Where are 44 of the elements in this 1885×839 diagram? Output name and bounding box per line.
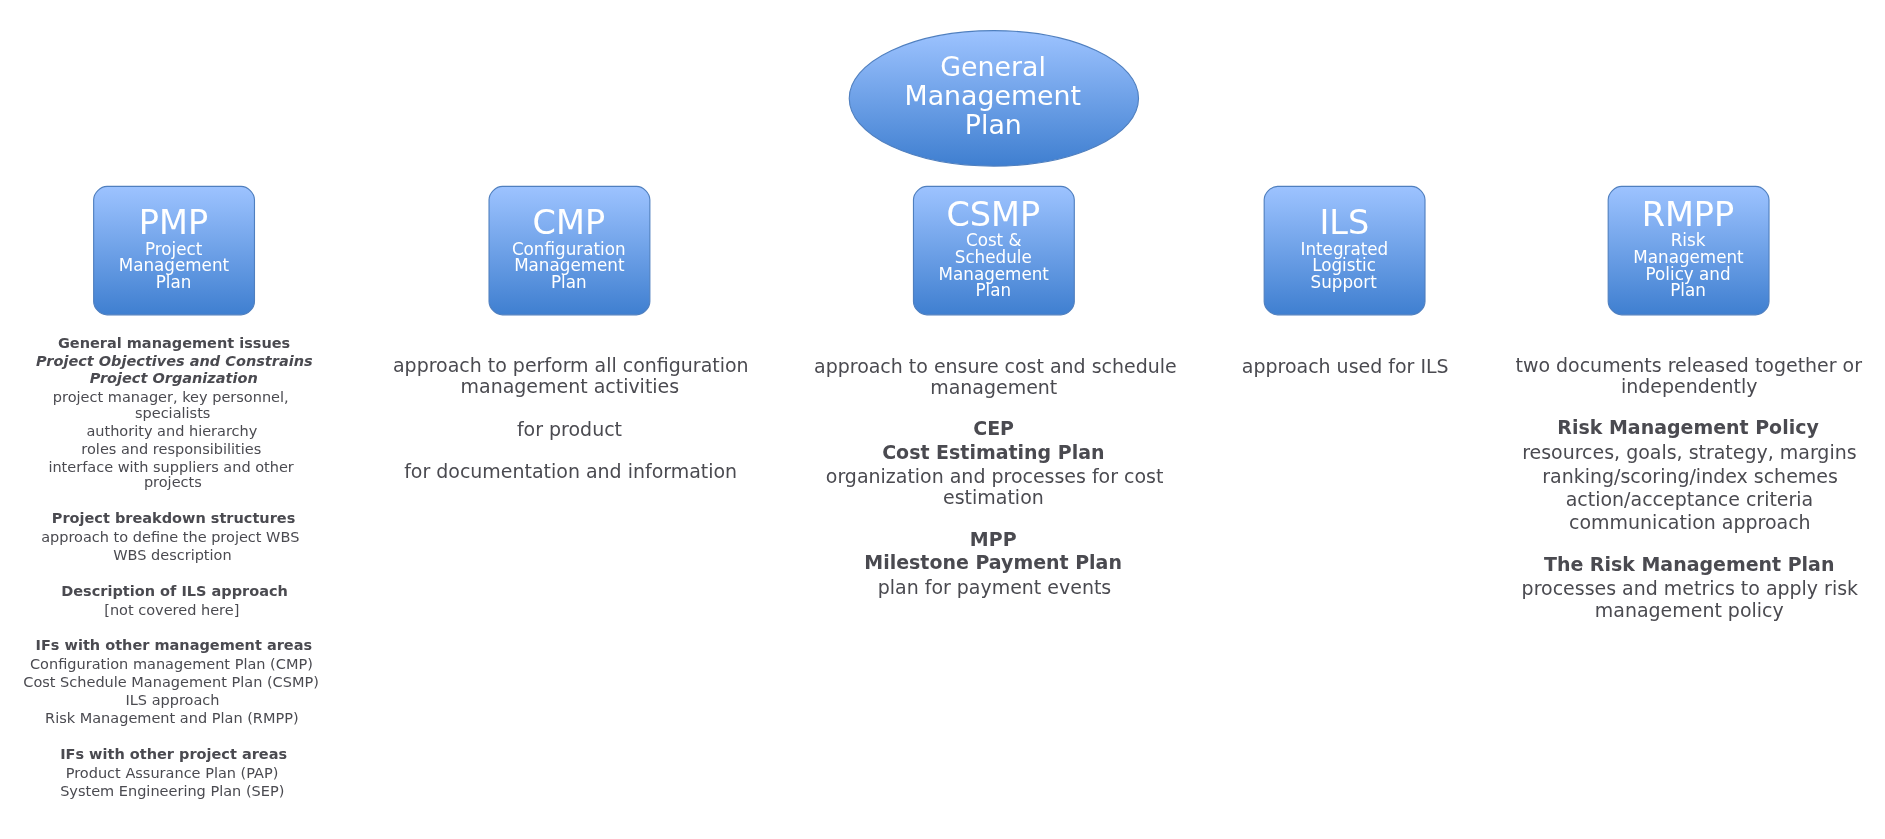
node-label: Cost Estimating Plan — [882, 440, 1105, 463]
node-label: WBS description — [113, 546, 232, 563]
node-label: two documents released together or independently — [1515, 353, 1863, 398]
node-box: CMP Configuration Management Plan — [488, 185, 651, 316]
node-label: Project Organization — [89, 370, 258, 387]
node-label: approach to define the project WBS — [41, 529, 300, 546]
node-label: The Risk Management Plan — [1543, 552, 1835, 575]
node-box: CSMP Cost & Schedule Management Plan — [912, 185, 1075, 316]
node-box: ILS Integrated Logistic Support — [1263, 185, 1426, 316]
node-label: interface with suppliers and other projects — [48, 458, 294, 491]
node-label: Product Assurance Plan (PAP) — [65, 764, 279, 781]
node-label: processes and metrics to apply risk management policy — [1521, 577, 1859, 621]
node-label: approach to ensure cost and schedule management — [814, 354, 1177, 398]
node-label: Risk Management and Plan (RMPP) — [45, 709, 299, 726]
node-label: authority and hierarchy — [86, 422, 258, 439]
node-label: approach used for ILS — [1241, 354, 1449, 377]
node-label: General management issues — [57, 334, 291, 351]
node-label: communication approach — [1569, 511, 1811, 534]
node-label: Cost Schedule Management Plan (CSMP) — [23, 674, 319, 691]
node-label: Milestone Payment Plan — [864, 551, 1122, 574]
node-label: System Engineering Plan (SEP) — [60, 782, 285, 799]
node-label: approach to perform all configuration management activities — [392, 353, 749, 398]
node-label: Project Objectives and Constrains — [36, 352, 313, 369]
node-label: ILS approach — [125, 692, 220, 709]
node-box: PMP Project Management Plan — [93, 185, 256, 316]
node-label: Risk Management Policy — [1557, 416, 1819, 439]
node-label: for product — [516, 417, 623, 440]
node-label: CEP — [973, 417, 1014, 440]
node-ellipse: General Management Plan — [848, 30, 1140, 167]
node-label: IFs with other project areas — [60, 745, 288, 762]
node-box: RMPP Risk Management Policy and Plan — [1607, 185, 1770, 316]
node-label: plan for payment events — [877, 575, 1112, 598]
node-label: [not covered here] — [104, 601, 240, 618]
node-label: action/acceptance criteria — [1565, 487, 1814, 510]
node-label: IFs with other management areas — [35, 637, 313, 654]
node-label: for documentation and information — [404, 460, 738, 483]
node-label: MPP — [969, 527, 1017, 550]
node-label: organization and processes for cost estimation — [825, 465, 1164, 509]
node-label: resources, goals, strategy, margins — [1522, 441, 1857, 464]
node-label: Project breakdown structures — [51, 510, 296, 527]
node-label: Configuration management Plan (CMP) — [29, 656, 313, 673]
node-label: ranking/scoring/index schemes — [1542, 464, 1838, 487]
node-label: Description of ILS approach — [61, 582, 288, 599]
node-label: roles and responsibilities — [81, 440, 262, 457]
